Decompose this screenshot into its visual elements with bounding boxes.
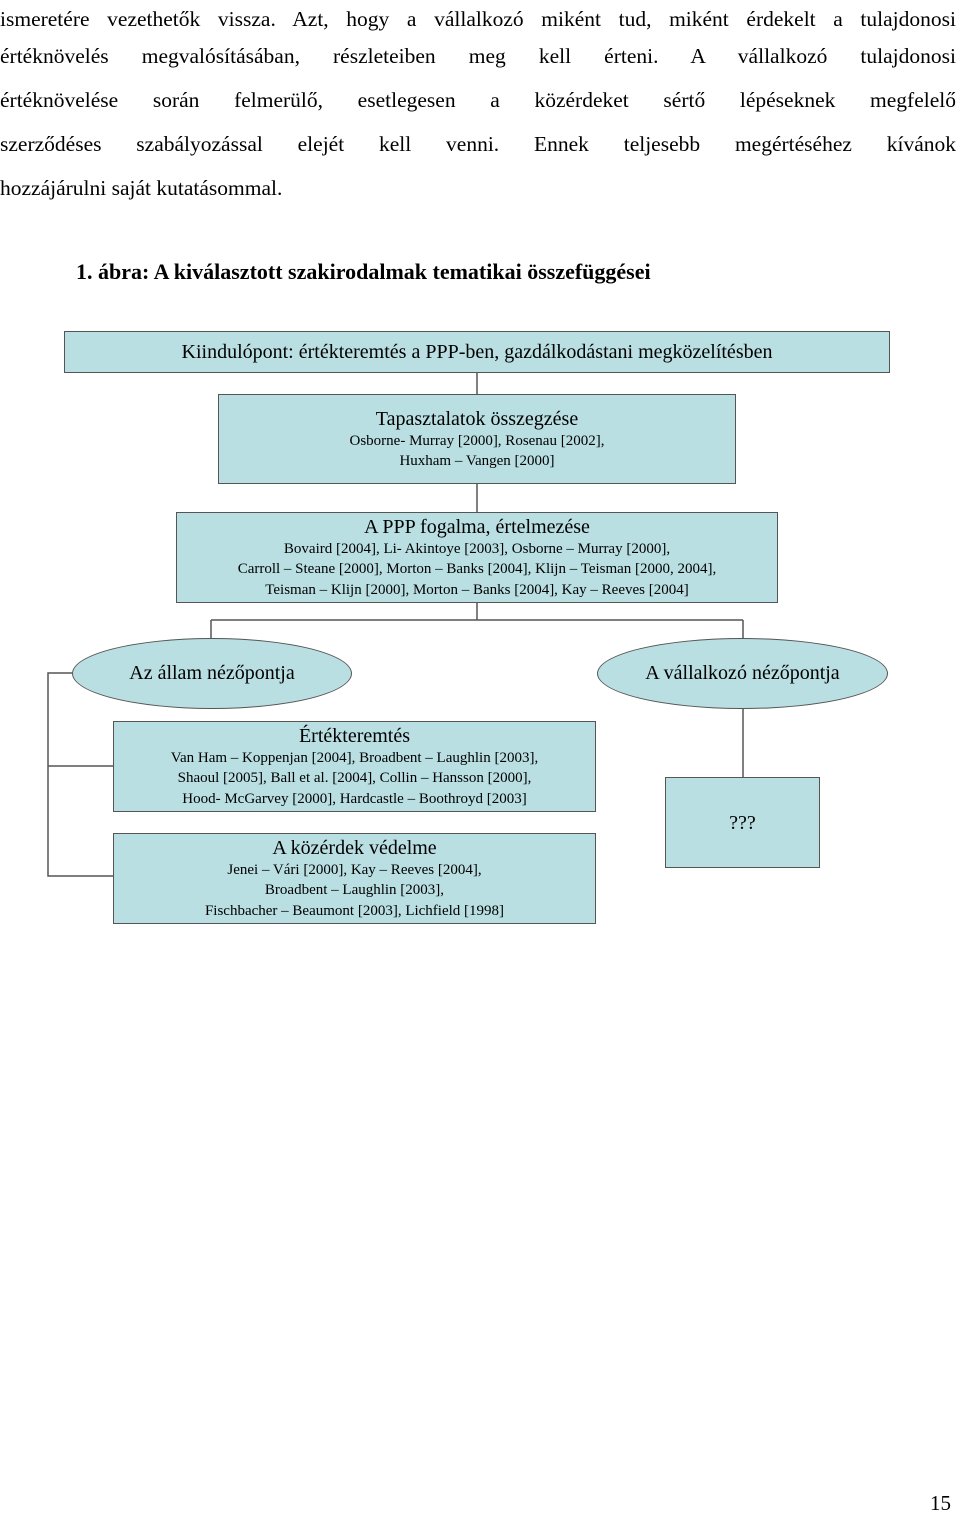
- paragraph-line: értéknövelése során felmerülő, esetleges…: [0, 88, 956, 112]
- public-ref: Fischbacher – Beaumont [2003], Lichfield…: [204, 902, 505, 919]
- value-ref: Hood- McGarvey [2000], Hardcastle – Boot…: [182, 790, 527, 807]
- value-creation-box: Értékteremtés Van Ham – Koppenjan [2004]…: [113, 721, 596, 812]
- experience-box: Tapasztalatok összegzése Osborne- Murray…: [218, 394, 736, 484]
- experience-ref: Huxham – Vangen [2000]: [399, 453, 555, 469]
- public-interest-box: A közérdek védelme Jenei – Vári [2000], …: [113, 833, 596, 924]
- page-number: 15: [930, 1491, 951, 1515]
- public-box-title: A közérdek védelme: [272, 836, 437, 859]
- start-box-title: Kiindulópont: értékteremtés a PPP-ben, g…: [181, 341, 773, 363]
- value-ref: Van Ham – Koppenjan [2004], Broadbent – …: [170, 749, 539, 766]
- paragraph-line: értéknövelés megvalósításában, részletei…: [0, 44, 956, 68]
- paragraph-line: ismeretére vezethetők vissza. Azt, hogy …: [0, 7, 956, 31]
- contractor-view-label: A vállalkozó nézőpontja: [645, 662, 840, 684]
- ppp-ref: Teisman – Klijn [2000], Morton – Banks […: [265, 581, 689, 598]
- public-ref: Jenei – Vári [2000], Kay – Reeves [2004]…: [227, 861, 482, 878]
- state-view-label: Az állam nézőpontja: [129, 662, 295, 684]
- ppp-concept-box: A PPP fogalma, értelmezése Bovaird [2004…: [176, 512, 778, 603]
- state-view-ellipse: Az állam nézőpontja: [72, 638, 352, 709]
- start-box: Kiindulópont: értékteremtés a PPP-ben, g…: [64, 331, 890, 373]
- figure-caption: 1. ábra: A kiválasztott szakirodalmak te…: [76, 259, 651, 284]
- paragraph-line: szerződéses szabályozással elejét kell v…: [0, 132, 956, 156]
- connector-state-branch: [47, 672, 113, 877]
- ppp-ref: Bovaird [2004], Li- Akintoye [2003], Osb…: [283, 540, 671, 557]
- unknown-box: ???: [665, 777, 820, 868]
- public-ref: Broadbent – Laughlin [2003],: [264, 882, 445, 899]
- experience-box-title: Tapasztalatok összegzése: [375, 407, 579, 430]
- unknown-box-title: ???: [729, 811, 756, 834]
- ppp-ref: Carroll – Steane [2000], Morton – Banks …: [237, 561, 717, 578]
- value-ref: Shaoul [2005], Ball et al. [2004], Colli…: [177, 770, 532, 787]
- value-box-title: Értékteremtés: [298, 724, 411, 747]
- paragraph-line: hozzájárulni saját kutatásommal.: [0, 176, 283, 200]
- ppp-box-title: A PPP fogalma, értelmezése: [364, 515, 590, 538]
- experience-ref: Osborne- Murray [2000], Rosenau [2002],: [349, 432, 605, 449]
- contractor-view-ellipse: A vállalkozó nézőpontja: [597, 638, 888, 709]
